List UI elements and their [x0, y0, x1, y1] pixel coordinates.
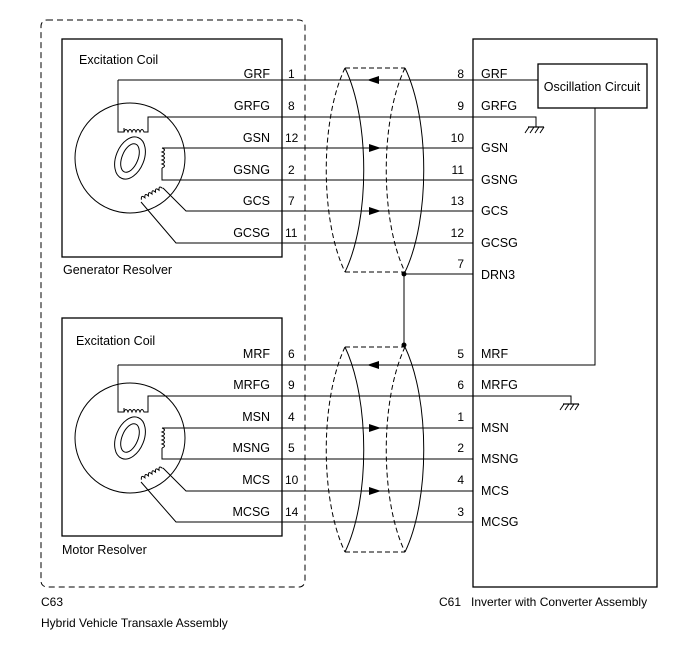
left-pin-number: 10: [285, 473, 299, 487]
generator-wire-labels: GRF 1 8 GRF GRFG 8 9 GRFG GSN 12 10 GSN …: [233, 67, 518, 282]
left-signal-label: MCS: [242, 473, 270, 487]
left-signal-label: GSNG: [233, 163, 270, 177]
left-pin-number: 2: [288, 163, 295, 177]
ground-symbol: [524, 120, 545, 134]
right-pin-number: 5: [457, 347, 464, 361]
motor-resolver-symbol: [74, 364, 282, 523]
right-signal-label: GSN: [481, 141, 508, 155]
right-pin-number: 10: [451, 131, 465, 145]
left-signal-label: GRF: [244, 67, 271, 81]
left-pin-number: 11: [285, 226, 298, 240]
left-pin-number: 9: [288, 378, 295, 392]
motor-resolver-title: Motor Resolver: [62, 543, 147, 557]
left-pin-number: 6: [288, 347, 295, 361]
motor-resolver-box: [61, 317, 283, 537]
signal-arrows: [367, 76, 381, 495]
right-pin-number: 1: [457, 410, 464, 424]
right-signal-label: MSNG: [481, 452, 519, 466]
inverter-connector-code: C61: [439, 595, 461, 609]
left-signal-label: GCSG: [233, 226, 270, 240]
left-pin-number: 14: [285, 505, 299, 519]
left-pin-number: 1: [288, 67, 295, 81]
generator-resolver-title: Generator Resolver: [63, 263, 172, 277]
right-pin-number: 11: [452, 163, 465, 177]
inverter-assembly-name: Inverter with Converter Assembly: [471, 595, 647, 609]
harness-wires: [282, 79, 596, 523]
right-pin-number: 12: [451, 226, 465, 240]
right-signal-label: MSN: [481, 421, 509, 435]
right-signal-label: MRF: [481, 347, 508, 361]
motor-shield: [325, 346, 425, 553]
left-signal-label: MRF: [243, 347, 270, 361]
left-signal-label: GSN: [243, 131, 270, 145]
right-signal-label: GRFG: [481, 99, 517, 113]
right-signal-label: MCS: [481, 484, 509, 498]
transaxle-connector-code: C63: [41, 595, 63, 609]
left-signal-label: GCS: [243, 194, 270, 208]
right-signal-label: GCS: [481, 204, 508, 218]
left-pin-number: 7: [288, 194, 295, 208]
right-pin-number: 2: [457, 441, 464, 455]
right-signal-label: GRF: [481, 67, 508, 81]
right-signal-label: GSNG: [481, 173, 518, 187]
left-pin-number: 5: [288, 441, 295, 455]
right-pin-number: 3: [457, 505, 464, 519]
transaxle-assembly-outline: [40, 19, 306, 588]
motor-wire-labels: MRF 6 5 MRF MRFG 9 6 MRFG MSN 4 1 MSN MS…: [233, 347, 519, 529]
right-signal-label: MRFG: [481, 378, 518, 392]
left-signal-label: MRFG: [233, 378, 270, 392]
right-pin-number: 9: [457, 99, 464, 113]
right-signal-label: GCSG: [481, 236, 518, 250]
drain-pin-number: 7: [457, 257, 464, 271]
right-pin-number: 4: [457, 473, 464, 487]
inverter-box: [472, 38, 658, 588]
transaxle-assembly-name: Hybrid Vehicle Transaxle Assembly: [41, 616, 228, 630]
right-pin-number: 8: [457, 67, 464, 81]
generator-shield: [325, 67, 425, 273]
generator-resolver-symbol: [74, 79, 282, 244]
left-pin-number: 4: [288, 410, 295, 424]
motor-coil-label: Excitation Coil: [76, 334, 155, 348]
oscillation-circuit-box: [537, 63, 648, 109]
right-signal-label: MCSG: [481, 515, 519, 529]
generator-coil-label: Excitation Coil: [79, 53, 158, 67]
drain-label: DRN3: [481, 268, 515, 282]
left-signal-label: MSNG: [233, 441, 271, 455]
left-signal-label: MSN: [242, 410, 270, 424]
left-signal-label: GRFG: [234, 99, 270, 113]
right-pin-number: 13: [451, 194, 465, 208]
left-pin-number: 8: [288, 99, 295, 113]
left-signal-label: MCSG: [233, 505, 271, 519]
ground-symbol: [559, 397, 580, 411]
left-pin-number: 12: [285, 131, 299, 145]
oscillation-circuit-label: Oscillation Circuit: [544, 80, 641, 94]
right-pin-number: 6: [457, 378, 464, 392]
